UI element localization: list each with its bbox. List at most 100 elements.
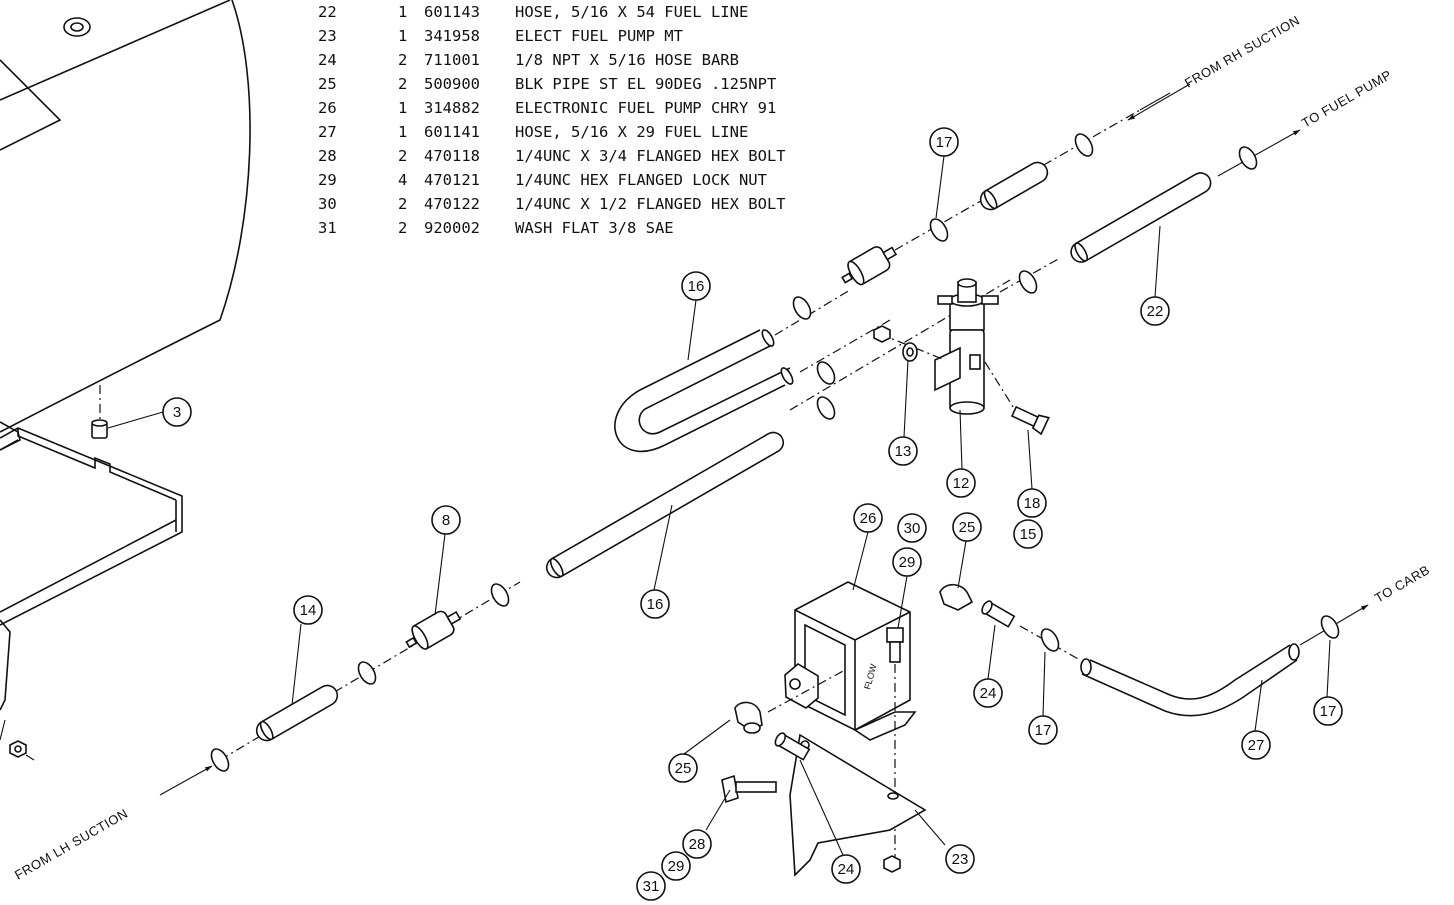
- bolt-18: [1010, 405, 1050, 436]
- hose-16-loop: [614, 329, 794, 453]
- svg-text:17: 17: [1035, 722, 1052, 739]
- svg-text:27: 27: [1248, 737, 1265, 754]
- hose-rh: [979, 161, 1049, 211]
- hose-clamp: [1074, 133, 1094, 157]
- svg-text:29: 29: [668, 858, 685, 875]
- svg-text:22: 22: [1147, 303, 1164, 320]
- description: ELECTRONIC FUEL PUMP CHRY 91: [515, 99, 777, 117]
- to-fuel-pump-label: TO FUEL PUMP: [1299, 67, 1394, 131]
- balloon-8: 8: [431, 505, 461, 535]
- balloon-29: 29: [661, 851, 691, 881]
- description: 1/8 NPT X 5/16 HOSE BARB: [515, 51, 739, 69]
- hose-27: [1080, 643, 1300, 717]
- svg-text:30: 30: [904, 520, 921, 537]
- fuel-pump-26: FLOW: [784, 581, 917, 741]
- description: 1/4UNC X 3/4 FLANGED HEX BOLT: [515, 147, 786, 165]
- hose-clamp: [929, 218, 949, 242]
- quantity: 2: [398, 51, 408, 69]
- washer-13: [902, 342, 918, 362]
- hose-clamp: [816, 396, 836, 420]
- balloon-30: 30: [897, 513, 927, 543]
- mount-bracket-23: [789, 733, 927, 877]
- svg-text:17: 17: [936, 134, 953, 151]
- svg-text:16: 16: [688, 278, 705, 295]
- barb-24-lower: [774, 732, 811, 761]
- item-number: 31: [318, 219, 337, 237]
- item-number: 22: [318, 3, 337, 21]
- balloon-12: 12: [946, 468, 976, 498]
- quantity: 2: [398, 75, 408, 93]
- tank-frame: [0, 427, 183, 741]
- balloon-27: 27: [1241, 730, 1271, 760]
- description: WASH FLAT 3/8 SAE: [515, 219, 674, 237]
- svg-text:15: 15: [1020, 526, 1037, 543]
- balloon-28: 28: [682, 829, 712, 859]
- hose-clamp: [357, 661, 377, 685]
- svg-text:17: 17: [1320, 703, 1337, 720]
- elbow-25-upper: [939, 583, 974, 611]
- item-number: 26: [318, 99, 337, 117]
- balloon-22: 22: [1140, 296, 1170, 326]
- quantity: 4: [398, 171, 408, 189]
- part-number: 470118: [424, 147, 480, 165]
- balloon-3: 3: [162, 397, 192, 427]
- balloon-31: 31: [636, 871, 666, 901]
- item-number: 27: [318, 123, 337, 141]
- description: 1/4UNC X 1/2 FLANGED HEX BOLT: [515, 195, 786, 213]
- balloon-24: 24: [831, 854, 861, 884]
- item-number: 28: [318, 147, 337, 165]
- balloon-26: 26: [853, 503, 883, 533]
- part-number: 314882: [424, 99, 480, 117]
- quantity: 1: [398, 99, 408, 117]
- description: BLK PIPE ST EL 90DEG .125NPT: [515, 75, 777, 93]
- quantity: 1: [398, 3, 408, 21]
- svg-text:13: 13: [895, 443, 912, 460]
- svg-text:16: 16: [647, 596, 664, 613]
- svg-text:28: 28: [689, 836, 706, 853]
- fuel-filter-8: [405, 610, 462, 650]
- nut-29-lower: [883, 855, 901, 873]
- balloon-25: 25: [668, 753, 698, 783]
- balloon-17: 17: [929, 127, 959, 157]
- hose-clamp: [816, 361, 836, 385]
- bolt-28: [721, 774, 777, 804]
- item-number: 25: [318, 75, 337, 93]
- rh-suction-label: FROM RH SUCTION: [1182, 12, 1302, 90]
- svg-text:25: 25: [675, 760, 692, 777]
- part-number: 470121: [424, 171, 480, 189]
- barb-24-upper: [981, 600, 1016, 628]
- svg-text:14: 14: [300, 602, 317, 619]
- quantity: 2: [398, 147, 408, 165]
- balloon-29: 29: [892, 547, 922, 577]
- part-number: 500900: [424, 75, 480, 93]
- svg-text:31: 31: [643, 878, 660, 895]
- svg-text:26: 26: [860, 510, 877, 527]
- hose-14: [255, 684, 339, 742]
- svg-text:25: 25: [959, 519, 976, 536]
- item-number: 30: [318, 195, 337, 213]
- balloon-16: 16: [681, 271, 711, 301]
- svg-text:24: 24: [980, 685, 997, 702]
- hose-clamp: [1040, 628, 1060, 652]
- balloon-18: 18: [1017, 488, 1047, 518]
- hose-clamp: [490, 583, 510, 607]
- part-number: 711001: [424, 51, 480, 69]
- to-carb-label: TO CARB: [1372, 562, 1432, 606]
- fuel-filter-upper: [841, 246, 898, 286]
- leader-lines: [107, 155, 1331, 856]
- svg-text:8: 8: [442, 512, 450, 529]
- item-number: 23: [318, 27, 337, 45]
- hose-clamp: [792, 296, 812, 320]
- part-number: 920002: [424, 219, 480, 237]
- fuel-tank: [0, 0, 251, 451]
- balloon-14: 14: [293, 595, 323, 625]
- hose-22: [1070, 172, 1212, 263]
- quantity: 2: [398, 219, 408, 237]
- description: ELECT FUEL PUMP MT: [515, 27, 683, 45]
- bolt-30: [886, 627, 904, 663]
- balloon-23: 23: [945, 844, 975, 874]
- item-number: 29: [318, 171, 337, 189]
- hose-clamp: [210, 748, 230, 772]
